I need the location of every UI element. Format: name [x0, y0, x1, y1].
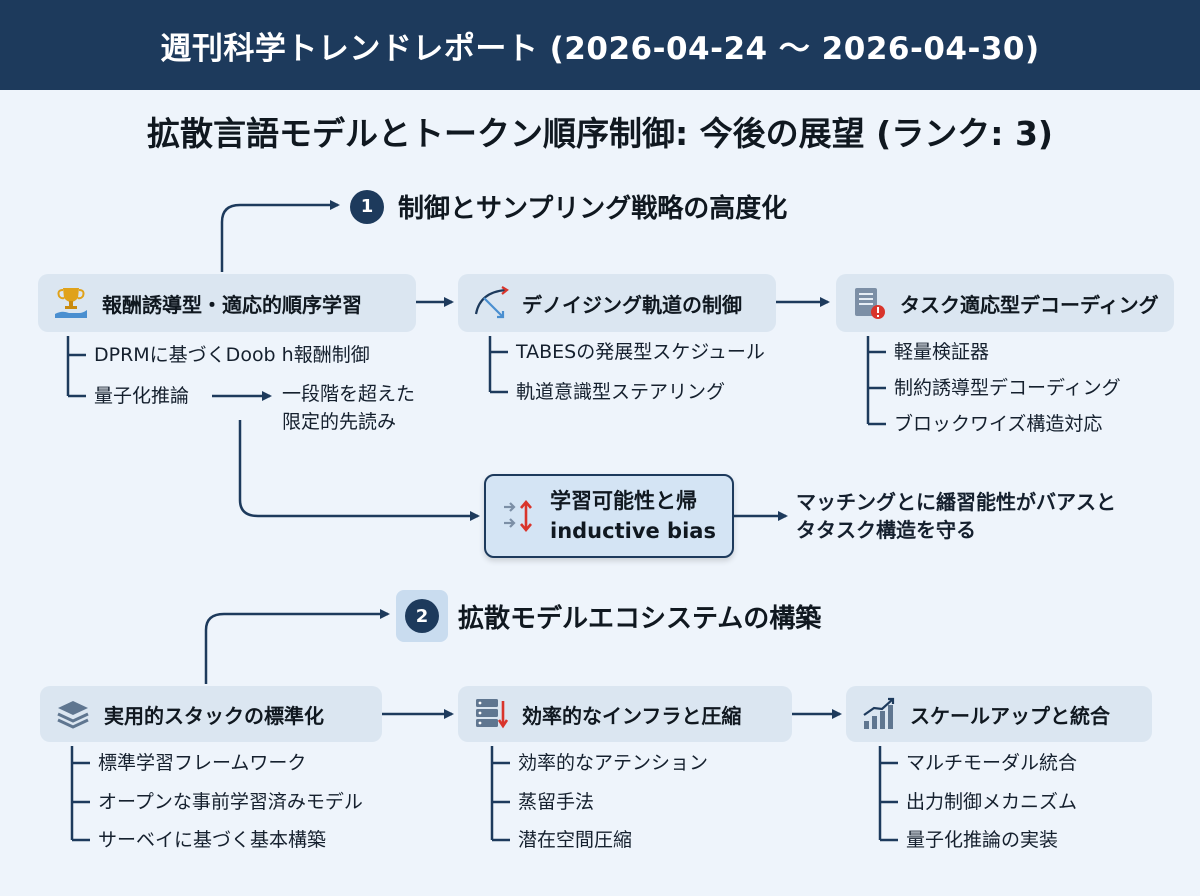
section-1-number-badge: 1: [350, 189, 384, 224]
node-scale-up-integration: スケールアップと統合: [846, 686, 1152, 742]
connector-learnability: [238, 420, 480, 521]
section-2-title: 拡散モデルエコシステムの構築: [458, 603, 822, 634]
leaf-latent-compression: 潜在空間圧縮: [518, 829, 633, 851]
learnability-line-1: 学習可能性と帰: [550, 489, 697, 513]
trajectory-icon: [472, 284, 510, 322]
leaf-constrained-decoding: 制約誘導型デコーディング: [894, 377, 1121, 399]
learnability-line-2: inductive bias: [550, 519, 716, 543]
leaf-open-pretrained-models: オープンな事前学習済みモデル: [98, 791, 363, 813]
leaf-distillation: 蒸留手法: [518, 791, 595, 813]
quant-note: 一段階を超えた 限定的先読み: [282, 380, 415, 436]
document-alert-icon: [850, 284, 888, 322]
node-label: スケールアップと統合: [910, 703, 1110, 728]
node-label: 報酬誘導型・適応的順序学習: [102, 292, 362, 317]
server-compress-icon: [472, 695, 510, 733]
section-2-number-badge: 2: [405, 599, 439, 633]
node-label: デノイジング軌道の制御: [522, 292, 742, 317]
learnability-note-line-1: マッチングとに繙習能性がバアスと: [796, 490, 1116, 514]
leaf-multimodal-integration: マルチモーダル統合: [906, 752, 1078, 774]
leaf-output-control: 出力制御メカニズム: [906, 791, 1078, 813]
page-title: 拡散言語モデルとトークン順序制御: 今後の展望 (ランク: 3): [147, 114, 1053, 153]
section-2-badge-box: 2: [396, 590, 448, 642]
node-denoising-trajectory-control: デノイジング軌道の制御: [458, 274, 776, 332]
leaf-dprm-doob-h: DPRMに基づくDoob h報酬制御: [94, 344, 370, 366]
section-1-title: 制御とサンプリング戦略の高度化: [398, 194, 788, 224]
learnability-text: 学習可能性と帰 inductive bias: [550, 486, 716, 546]
connector-s2-branch: [204, 609, 390, 684]
connector-s1-branch: [220, 200, 340, 272]
leaf-blockwise-structure: ブロックワイズ構造対応: [894, 413, 1103, 435]
swap-arrows-icon: [500, 497, 538, 535]
leaf-efficient-attention: 効率的なアテンション: [518, 752, 709, 774]
learnability-note-line-2: タタスク構造を守る: [796, 518, 976, 542]
leaf-quantized-inference: 量子化推論: [94, 385, 190, 407]
learnability-note: マッチングとに繙習能性がバアスと タタスク構造を守る: [796, 488, 1116, 544]
node-reward-guided-order-learning: 報酬誘導型・適応的順序学習: [38, 274, 416, 332]
leaf-lightweight-verifier: 軽量検証器: [894, 341, 990, 363]
node-task-adaptive-decoding: タスク適応型デコーディング: [836, 274, 1174, 332]
node-efficient-infra-compression: 効率的なインフラと圧縮: [458, 686, 792, 742]
section-1-heading: 1 制御とサンプリング戦略の高度化: [350, 188, 787, 225]
leaf-tabes-schedule: TABESの発展型スケジュール: [516, 341, 765, 363]
leaf-quantized-inference-impl: 量子化推論の実装: [906, 829, 1059, 851]
trophy-hand-icon: [52, 284, 90, 322]
quant-note-line-2: 限定的先読み: [282, 411, 397, 433]
report-title: 週刊科学トレンドレポート (2026-04-24 〜 2026-04-30): [160, 30, 1040, 67]
node-practical-stack-standardization: 実用的スタックの標準化: [40, 686, 382, 742]
node-learnability-inductive-bias: 学習可能性と帰 inductive bias: [484, 474, 734, 558]
section-2-heading: 2 拡散モデルエコシステムの構築: [396, 590, 821, 642]
node-label: タスク適応型デコーディング: [900, 292, 1159, 317]
leaf-trajectory-steering: 軌道意識型ステアリング: [516, 381, 726, 403]
node-label: 実用的スタックの標準化: [104, 703, 324, 728]
node-label: 効率的なインフラと圧縮: [522, 703, 742, 728]
report-header: 週刊科学トレンドレポート (2026-04-24 〜 2026-04-30): [0, 0, 1200, 90]
layers-icon: [54, 695, 92, 733]
leaf-standard-training-framework: 標準学習フレームワーク: [98, 752, 307, 774]
leaf-survey-based-construction: サーベイに基づく基本構築: [98, 829, 327, 851]
quant-note-line-1: 一段階を超えた: [282, 383, 416, 405]
growth-chart-icon: [860, 695, 898, 733]
